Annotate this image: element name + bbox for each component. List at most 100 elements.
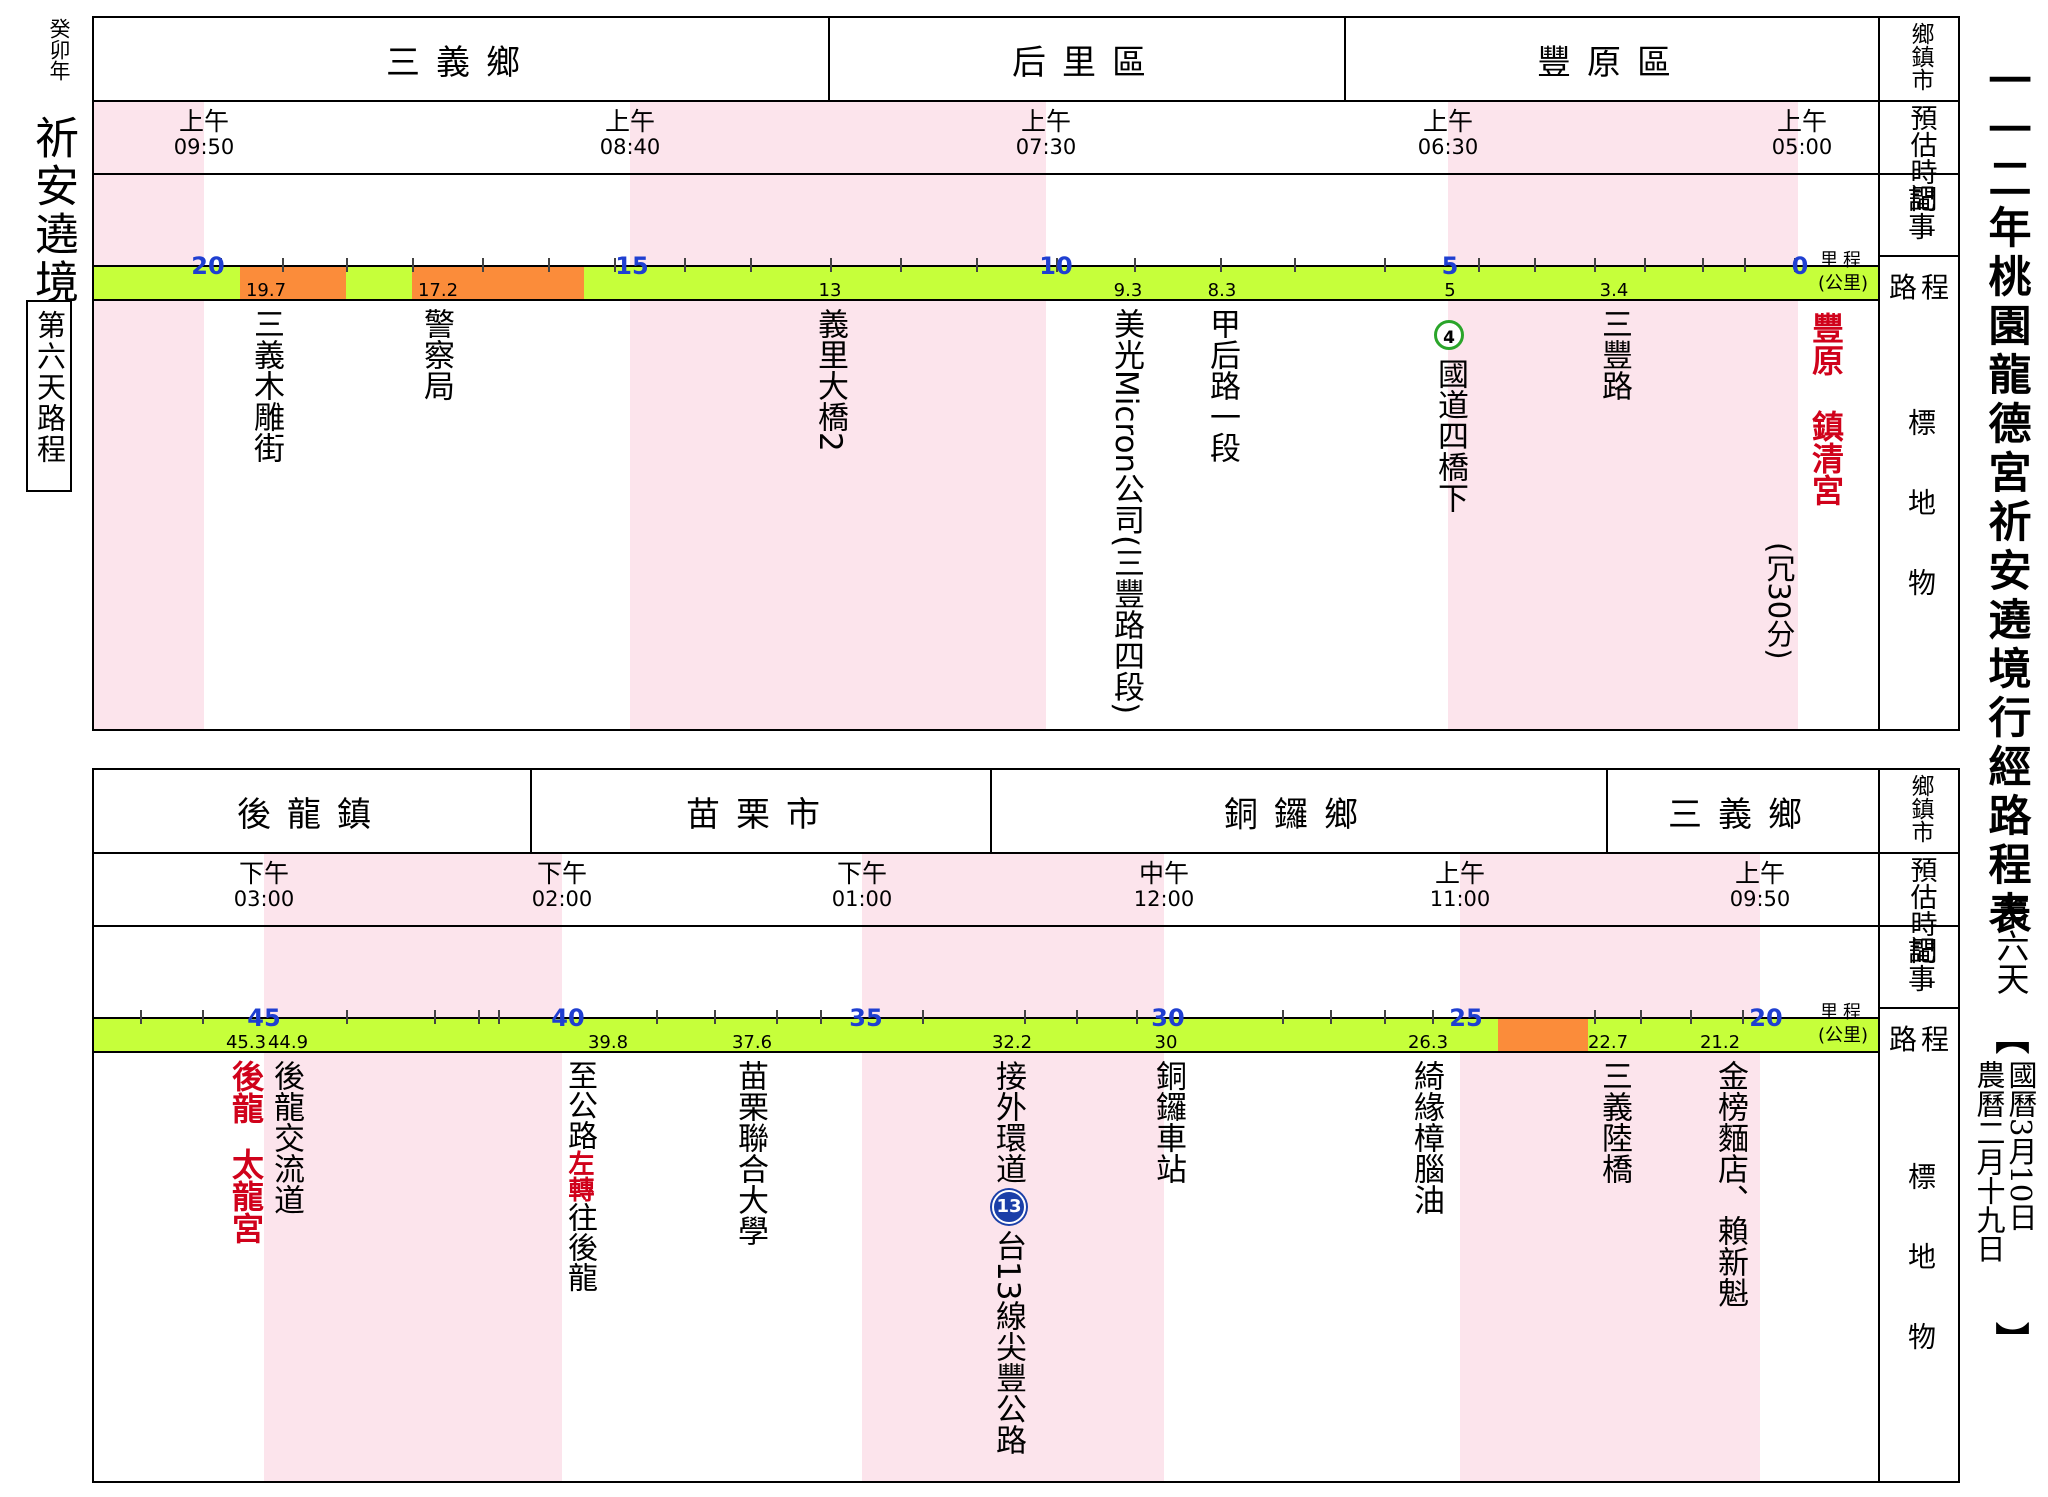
landmark-national-united-univ: 苗栗聯合大學 (732, 1060, 768, 1246)
row-label-time: 預估時間 (1905, 104, 1937, 212)
route-bar (94, 265, 1878, 301)
km-major: 40 (551, 1004, 585, 1032)
route-bar (94, 1017, 1878, 1053)
row-label-route: 路程 (1888, 1023, 1953, 1056)
landmark-houlong-interchange: 後龍交流道 (268, 1060, 304, 1215)
landmark-tongluo-station: 銅鑼車站 (1150, 1060, 1186, 1184)
row-label-notes: 記事 (1904, 184, 1937, 240)
bracket-close: 】 (1989, 1322, 2029, 1356)
km-minor: 45.3 (225, 1032, 267, 1053)
km-major: 20 (191, 252, 225, 280)
time-band (630, 102, 1046, 729)
km-minor: 8.3 (1207, 280, 1237, 301)
landmark-outer-ring-road: 接外環道 (990, 1060, 1026, 1184)
row-label-landmark: 標地物 (1904, 1162, 1937, 1402)
km-major: 15 (615, 252, 649, 280)
time-band (264, 854, 562, 1481)
township-fengyuan: 豐原區 (1537, 42, 1687, 83)
route-segment (240, 267, 346, 299)
km-minor: 19.7 (245, 280, 287, 301)
township-houlong: 後龍鎮 (237, 794, 387, 835)
main-title: 一一二年桃園龍德宮祈安遶境行經路程表 (1981, 58, 2031, 940)
time-band (1448, 102, 1798, 729)
landmark-route-13: 台13線尖豐公路 (990, 1230, 1026, 1456)
km-minor: 37.6 (731, 1032, 773, 1053)
rest-time-note: (冗30分) (1762, 542, 1796, 660)
row-label-notes: 記事 (1904, 936, 1937, 992)
row-label-time: 預估時間 (1905, 856, 1937, 964)
township-tongluo: 銅鑼鄉 (1224, 794, 1374, 835)
route-segment (1498, 1019, 1588, 1051)
km-minor: 13 (818, 280, 842, 301)
km-minor: 17.2 (417, 280, 459, 301)
km-unit-label: 里程(公里) (1817, 250, 1869, 294)
landmark-noodle-shop: 金榜麵店、賴新魁 (1712, 1060, 1748, 1308)
km-minor: 22.7 (1587, 1032, 1629, 1053)
km-unit-label: 里程(公里) (1817, 1002, 1869, 1046)
day-label: 第六天 (1991, 896, 2030, 995)
lunar-date: 農曆二月十九日 (1972, 1060, 2006, 1263)
km-major: 25 (1449, 1004, 1483, 1032)
bracket-open: 【 (1989, 1020, 2029, 1054)
landmark-micron: 美光Micron公司(三豐路四段) (1108, 308, 1144, 715)
km-minor: 3.4 (1599, 280, 1629, 301)
time-band (862, 854, 1164, 1481)
freeway-4-icon: 4 (1434, 320, 1464, 350)
km-minor: 44.9 (267, 1032, 309, 1053)
landmark-zhigong-road: 至公路左轉往後龍 (562, 1060, 597, 1292)
km-minor: 21.2 (1699, 1032, 1741, 1053)
row-label-township: 鄉鎮市 (1907, 22, 1933, 91)
temple-zhenqing: 鎮清宮 (1807, 410, 1845, 506)
km-major: 0 (1791, 252, 1809, 280)
km-minor: 32.2 (991, 1032, 1033, 1053)
landmark-freeway-bridge: 國道四橋下 (1432, 358, 1468, 513)
township-sanyi: 三義鄉 (1668, 794, 1818, 835)
year-label: 癸卯年 (47, 18, 71, 81)
temple-houlong: 後龍 (227, 1060, 265, 1124)
km-major: 10 (1039, 252, 1073, 280)
km-major: 5 (1441, 252, 1459, 280)
km-minor: 39.8 (587, 1032, 629, 1053)
landmark-sanfeng-road: 三豐路 (1596, 308, 1632, 401)
row-label-route: 路程 (1888, 271, 1953, 304)
row-label-township: 鄉鎮市 (1907, 774, 1933, 843)
landmark-sanyi-woodcarving: 三義木雕街 (248, 308, 284, 463)
row-label-landmark: 標地物 (1904, 408, 1937, 648)
day-route-box: 第六天路程 (26, 300, 72, 492)
landmark-camphor-oil: 綺緣樟腦油 (1408, 1060, 1444, 1215)
landmark-yili-bridge: 義里大橋2 (812, 308, 848, 452)
km-minor: 9.3 (1113, 280, 1143, 301)
km-major: 20 (1749, 1004, 1783, 1032)
route-segment (412, 267, 584, 299)
km-major: 45 (247, 1004, 281, 1032)
km-minor: 5 (1444, 280, 1456, 301)
day-route-label: 第六天路程 (32, 310, 67, 465)
time-band (94, 102, 204, 729)
township-sanyi: 三義鄉 (386, 42, 536, 83)
km-minor: 26.3 (1407, 1032, 1449, 1053)
landmark-police: 警察局 (418, 308, 454, 401)
km-minor: 30 (1154, 1032, 1178, 1053)
km-major: 30 (1151, 1004, 1185, 1032)
time-band (1460, 854, 1760, 1481)
landmark-jiahou-road: 甲后路一段 (1204, 308, 1240, 463)
temple-tailong: 太龍宮 (227, 1148, 265, 1244)
landmark-sanyi-overpass: 三義陸橋 (1596, 1060, 1632, 1184)
route-13-shield-icon: 13 (992, 1190, 1026, 1224)
township-houli: 后里區 (1012, 42, 1162, 83)
temple-fengyuan: 豐原 (1807, 312, 1845, 376)
gregorian-date: 國曆3月10日 (2004, 1060, 2038, 1232)
